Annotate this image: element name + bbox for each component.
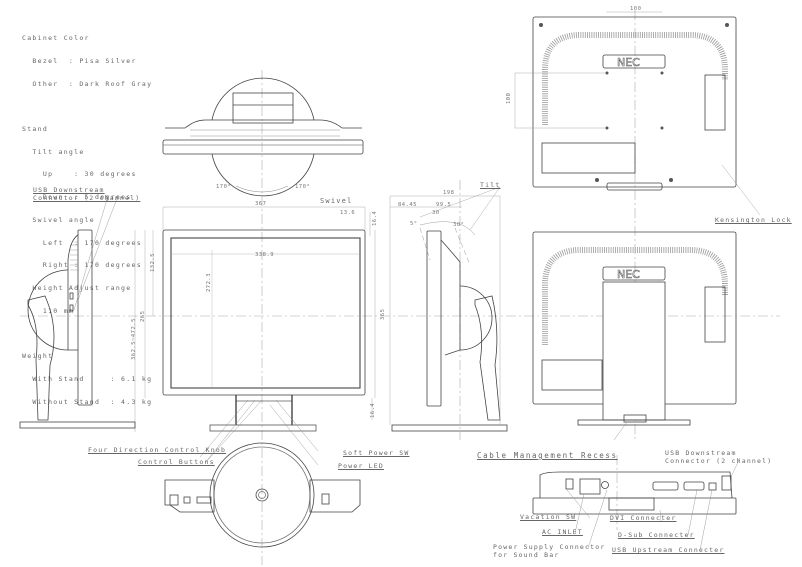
left-side-view xyxy=(19,195,136,429)
callout-kensington-lock: Kensington Lock xyxy=(715,216,792,224)
dim-depth-a: 84.45 xyxy=(398,202,418,208)
dim-vesa-v: 100 xyxy=(506,92,512,104)
right-side-view xyxy=(389,186,508,432)
weight-title: Weight xyxy=(22,351,54,360)
dim-half-height: 132.5 xyxy=(150,252,156,272)
dim-right-height: 365 xyxy=(380,308,386,320)
callout-usb-upstream: USB Upstream Connecter xyxy=(612,546,725,554)
tilt-down: Down : 5 degrees xyxy=(22,193,132,202)
dim-depth-overall: 198 xyxy=(443,190,455,196)
bottom-view xyxy=(164,399,361,548)
tilt-title: Tilt angle xyxy=(22,147,85,156)
cabinet-color-title: Cabinet Color xyxy=(22,34,90,43)
dim-width-overall: 367 xyxy=(255,201,267,207)
other-color: Other : Dark Roof Gray xyxy=(22,79,153,88)
bezel-color: Bezel : Pisa Silver xyxy=(22,56,137,65)
front-view xyxy=(134,206,376,432)
callout-power-supply-connector: Power Supply Connector for Sound Bar xyxy=(493,543,606,559)
callout-ac-inlet: AC INLET xyxy=(542,528,583,536)
tilt-label: Tilt xyxy=(480,181,501,189)
callout-usb-downstream-right: USB Downstream Connector (2 channel) xyxy=(665,449,773,465)
connector-view xyxy=(532,457,741,551)
callout-control-buttons: Control Buttons xyxy=(138,458,215,466)
callout-usb-downstream-left: USB Downstream Connector (2 channel) xyxy=(33,186,141,202)
dim-bottom-bezel: 16.4 xyxy=(370,402,376,418)
dim-height-range: 362.5~472.5 xyxy=(131,318,137,360)
dim-vesa-h: 100 xyxy=(630,6,642,12)
callout-dsub: D-Sub Connecter xyxy=(618,531,695,539)
nec-logo-upper: NEC xyxy=(617,56,640,69)
callout-four-direction-knob: Four Direction Control Knob xyxy=(88,446,227,454)
dim-screen-height: 272.3 xyxy=(206,272,212,292)
swivel-label: Swivel xyxy=(320,197,353,205)
dim-screen-width: 338.9 xyxy=(255,252,275,258)
dim-swivel-right: 170° xyxy=(295,184,311,190)
rear-view-lower xyxy=(532,231,737,441)
rear-view-upper xyxy=(514,11,761,216)
nec-logo-lower: NEC xyxy=(617,268,640,281)
dim-height-center: 265 xyxy=(140,310,146,322)
callout-cable-recess: Cable Management Recess xyxy=(477,451,618,460)
stand-title: Stand xyxy=(22,124,49,133)
tilt-up: Up : 30 degrees xyxy=(22,170,137,179)
height-title: Height Adjust range xyxy=(22,284,132,293)
dim-depth-c: 30 xyxy=(432,210,440,216)
dim-swivel-left: 170° xyxy=(216,184,232,190)
weight-with-stand: With Stand : 6.1 kg xyxy=(22,374,153,383)
dim-tilt-up: 30° xyxy=(453,222,465,228)
dim-tilt-down: 5° xyxy=(410,221,418,227)
dim-bezel-top: 16.4 xyxy=(372,210,378,226)
dim-depth-b: 99.5 xyxy=(436,202,452,208)
callout-vacation-sw: Vacation SW xyxy=(520,513,577,521)
swivel-title: Swivel angle xyxy=(22,215,95,224)
callout-dvi: DVI Connecter xyxy=(610,514,677,522)
weight-without-stand: Without Stand : 4.3 kg xyxy=(22,397,153,406)
callout-power-led: Power LED xyxy=(338,462,385,470)
dim-bezel-side: 13.6 xyxy=(340,210,356,216)
callout-soft-power: Soft Power SW xyxy=(343,449,410,457)
top-view xyxy=(162,77,364,197)
